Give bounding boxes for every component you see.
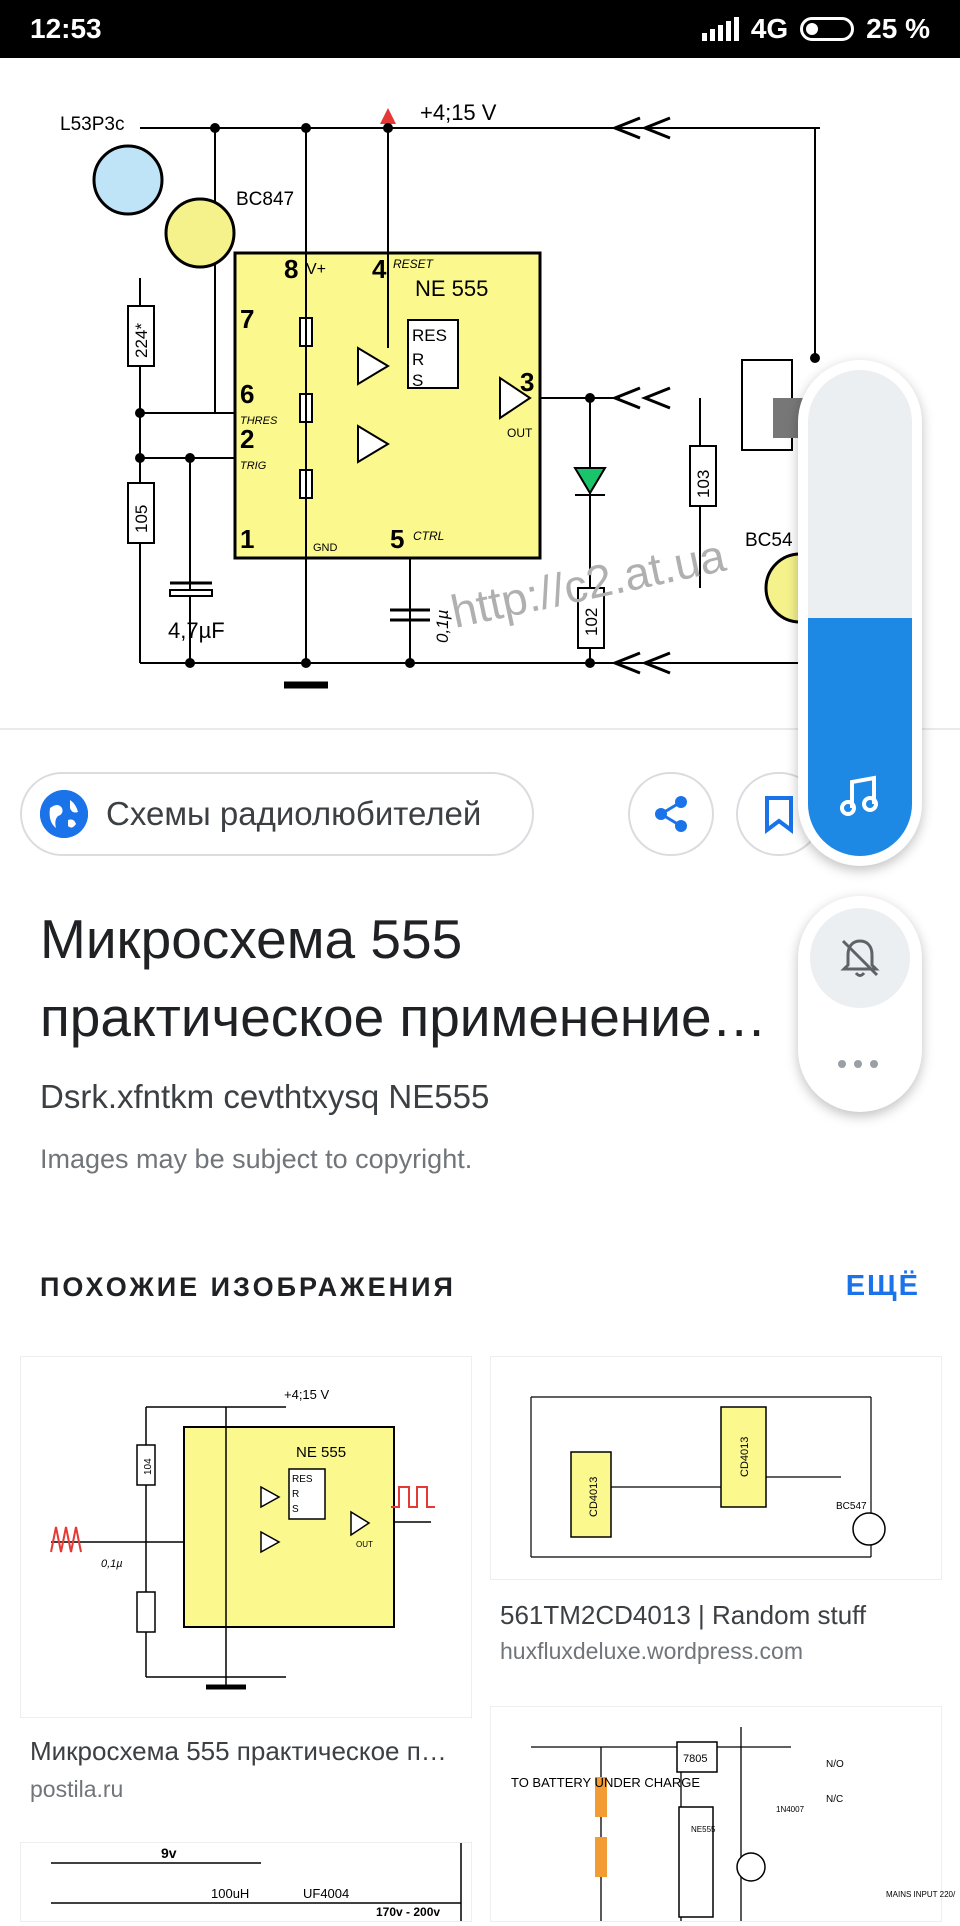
pin-4: 4 [372,254,387,284]
ctrl-label: CTRL [413,529,444,543]
pin-3: 3 [520,367,534,397]
pin-8: 8 [284,254,298,284]
gnd-label: GND [313,542,338,554]
share-button[interactable] [628,772,714,856]
thumb4-nc: N/C [826,1794,843,1805]
thumb3-ind: 100uH [211,1886,249,1901]
thumb1-res: RES [292,1474,313,1485]
thumb2-schematic: CD4013 CD4013 BC547 [530,1396,886,1558]
s-label: S [412,371,423,390]
transistor2-label: BC54 [745,530,793,551]
thumb4-no: N/O [826,1759,844,1770]
thumb3-v: 9v [161,1845,177,1861]
thumb1-schematic: +4;15 V NE 555 RES R S OUT 104 0,1µ [50,1387,435,1690]
thumb1-r: R [292,1489,299,1500]
hero-image[interactable]: +4;15 V L53P3c BC847 BC54 NE 555 8 V+ 4 … [0,58,960,728]
res-224-label: 224* [132,323,151,358]
ringer-panel[interactable] [798,896,922,1112]
related-site-2: huxfluxdeluxe.wordpress.com [500,1638,803,1664]
related-thumb-4[interactable]: 7805 NE555 TO BATTERY UNDER CHARGE 1N400… [490,1706,956,1922]
pin-5: 5 [390,524,404,554]
related-thumb-3[interactable]: 9v 100uH UF4004 170v - 200v [20,1842,472,1922]
divider [0,728,960,730]
ringer-mode-button[interactable] [810,908,910,1008]
thumb1-s: S [292,1504,299,1515]
pin-6: 6 [240,379,254,409]
vplus-label: V+ [306,261,326,278]
status-bar: 12:53 4G 25 % [0,0,960,58]
volume-level-fill [808,617,912,856]
res-label: RES [412,326,447,345]
result-subtitle: Dsrk.xfntkm cevthtxysq NE555 [40,1078,490,1115]
thumb1-supply: +4;15 V [284,1387,330,1402]
cap-label: 4,7µF [168,618,225,643]
r-label: R [412,350,424,369]
status-time: 12:53 [30,13,102,44]
bell-off-icon [840,939,880,977]
cap2-label: 0,1µ [433,609,452,643]
battery-icon [800,17,855,41]
more-link[interactable]: ЕЩЁ [845,1270,920,1302]
thumb2-chip2: CD4013 [739,1437,751,1477]
transistor-label: BC847 [236,189,294,210]
res-103-label: 103 [694,470,713,498]
thumb1-out: OUT [356,1540,373,1549]
thumb4-chip: NE555 [691,1825,716,1834]
signal-icon [701,17,739,41]
thumb2-tr: BC547 [836,1501,867,1512]
network-type: 4G [750,13,789,44]
source-chip[interactable]: Схемы радиолюбителей [20,772,534,856]
related-heading: ПОХОЖИЕ ИЗОБРАЖЕНИЯ [40,1272,456,1302]
thumb3-diode: UF4004 [303,1886,349,1901]
trig-label: TRIG [240,460,267,472]
bookmark-icon [765,796,793,834]
phototransistor-label: L53P3c [60,114,124,135]
chip-label: NE 555 [415,276,488,301]
supply-label: +4;15 V [420,100,497,125]
thumb4-reg: 7805 [683,1753,707,1765]
thumb4-to: TO BATTERY UNDER CHARGE [511,1775,700,1790]
result-title[interactable]: Микросхема 555 практическое применение… [40,908,767,1048]
share-icon [655,796,687,832]
volume-panel[interactable] [798,360,922,866]
thumb1-r104: 104 [143,1458,154,1475]
thumb3-volt: 170v - 200v [376,1905,440,1919]
thumb4-diode: 1N4007 [776,1805,805,1814]
related-thumb-2[interactable]: CD4013 CD4013 BC547 [490,1356,942,1580]
thumb4-mains: MAINS INPUT 220/ [886,1890,956,1899]
pin-1: 1 [240,524,254,554]
out-label: OUT [507,426,533,440]
res-102-label: 102 [582,608,601,636]
related-title-2[interactable]: 561TM2CD4013 | Random stuff [500,1600,867,1630]
music-note-icon [840,775,878,816]
thumb1-chip: NE 555 [296,1444,346,1461]
reset-label: RESET [393,257,435,271]
related-title-1[interactable]: Микросхема 555 практическое п… [30,1736,447,1766]
globe-icon [40,790,88,838]
related-site-1: postila.ru [30,1776,124,1802]
source-label: Схемы радиолюбителей [106,795,482,832]
pin-2: 2 [240,424,254,454]
copyright-notice: Images may be subject to copyright. [40,1144,473,1174]
battery-level: 25 % [866,13,930,44]
related-thumb-1[interactable]: +4;15 V NE 555 RES R S OUT 104 0,1µ [20,1356,472,1718]
pin-7: 7 [240,304,254,334]
status-icons: 4G 25 % [701,13,930,45]
thumb4-schematic: 7805 NE555 TO BATTERY UNDER CHARGE 1N400… [511,1727,956,1921]
res-105-label: 105 [132,505,151,533]
more-options-icon[interactable] [838,1060,878,1068]
volume-slider[interactable] [808,370,912,856]
thumb1-cap: 0,1µ [101,1558,123,1570]
thumb2-chip1: CD4013 [588,1477,600,1517]
schematic-ne555: +4;15 V L53P3c BC847 BC54 NE 555 8 V+ 4 … [60,100,836,689]
thumb3-schematic: 9v 100uH UF4004 170v - 200v [51,1843,462,1921]
thres-label: THRES [240,415,278,427]
